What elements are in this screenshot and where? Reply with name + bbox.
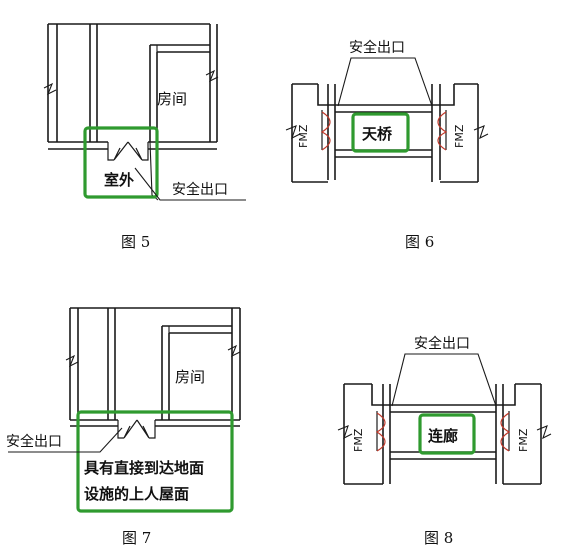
fig6-break-left xyxy=(285,125,301,140)
fig6-door-right xyxy=(437,111,448,151)
fig5-caption: 图 5 xyxy=(121,233,150,251)
fig5-exit-door xyxy=(107,141,149,161)
fig8-caption: 图 8 xyxy=(424,529,453,547)
fig8-left-building xyxy=(343,384,391,484)
fig5-break-left xyxy=(43,82,57,96)
fig6-caption: 图 6 xyxy=(405,233,434,251)
fig8-exit-label: 安全出口 xyxy=(414,335,470,352)
fig5-right-wall xyxy=(209,24,218,142)
fig8-break-right xyxy=(536,425,552,440)
fig6-door-left xyxy=(320,111,331,151)
fig8-corridor-highlight xyxy=(418,413,476,455)
fig7-caption: 图 7 xyxy=(122,529,151,547)
fig8-exit-leader xyxy=(391,353,497,407)
fig7-exit-door xyxy=(117,419,156,439)
fig6-exit-label: 安全出口 xyxy=(349,39,405,56)
fig5-bottom-wall xyxy=(48,141,217,150)
fig8-corridor xyxy=(390,404,496,460)
figure-7: 房间 安全出口 具有直接到达地面 设施的上人屋面 图 7 xyxy=(6,307,241,547)
fig8-corridor-label: 连廊 xyxy=(428,427,458,445)
fig7-room-label: 房间 xyxy=(175,368,205,386)
fig7-roof-label-line1: 具有直接到达地面 xyxy=(84,459,204,477)
fig5-exit-leader xyxy=(134,167,246,201)
fig8-door-label-right: FMZ xyxy=(517,428,530,452)
fig5-center-wall xyxy=(89,24,98,142)
figure-8: 安全出口 连廊 FMZ FMZ 图 8 xyxy=(337,335,552,547)
fig8-right-building xyxy=(495,384,542,484)
fig6-bridge-highlight xyxy=(351,112,410,153)
fig7-break-right xyxy=(227,344,241,358)
fig7-roof-label-line2: 设施的上人屋面 xyxy=(84,485,189,503)
fig6-bridge-label: 天桥 xyxy=(362,125,393,143)
fig5-outdoor-label: 室外 xyxy=(104,171,134,189)
fig7-roof-highlight xyxy=(76,410,234,513)
fig7-right-wall xyxy=(231,308,241,420)
fig7-bottom-wall xyxy=(70,419,240,427)
fig7-left-wall xyxy=(69,308,79,420)
fig5-outdoor-highlight xyxy=(83,126,159,199)
fig7-break-left xyxy=(65,354,79,368)
fig7-room-wall xyxy=(161,325,232,420)
fig8-door-right xyxy=(500,412,511,452)
fig5-room-wall xyxy=(149,44,210,142)
fig5-room-label: 房间 xyxy=(157,90,187,108)
fig7-exit-label: 安全出口 xyxy=(6,433,62,450)
fig5-break-right xyxy=(205,69,219,83)
fig8-break-left xyxy=(337,425,353,440)
fig8-door-left xyxy=(375,412,386,452)
fig5-left-wall xyxy=(47,24,58,142)
fig6-door-label-left: FMZ xyxy=(297,124,310,148)
fig5-exit-label: 安全出口 xyxy=(172,181,228,198)
fig6-break-right xyxy=(473,125,489,140)
fig8-door-label-left: FMZ xyxy=(352,428,365,452)
figure-5: 房间 室外 安全出口 图 5 xyxy=(43,23,246,251)
figure-6: 安全出口 天桥 FMZ FMZ 图 6 xyxy=(285,39,489,251)
fig6-bridge xyxy=(335,104,432,158)
fig6-left-building xyxy=(291,84,336,182)
fig7-center-wall xyxy=(107,308,116,420)
fig6-right-building xyxy=(431,84,479,182)
fig6-door-label-right: FMZ xyxy=(453,124,466,148)
fig7-exit-leader xyxy=(8,427,123,453)
fig6-exit-leader xyxy=(337,57,433,107)
